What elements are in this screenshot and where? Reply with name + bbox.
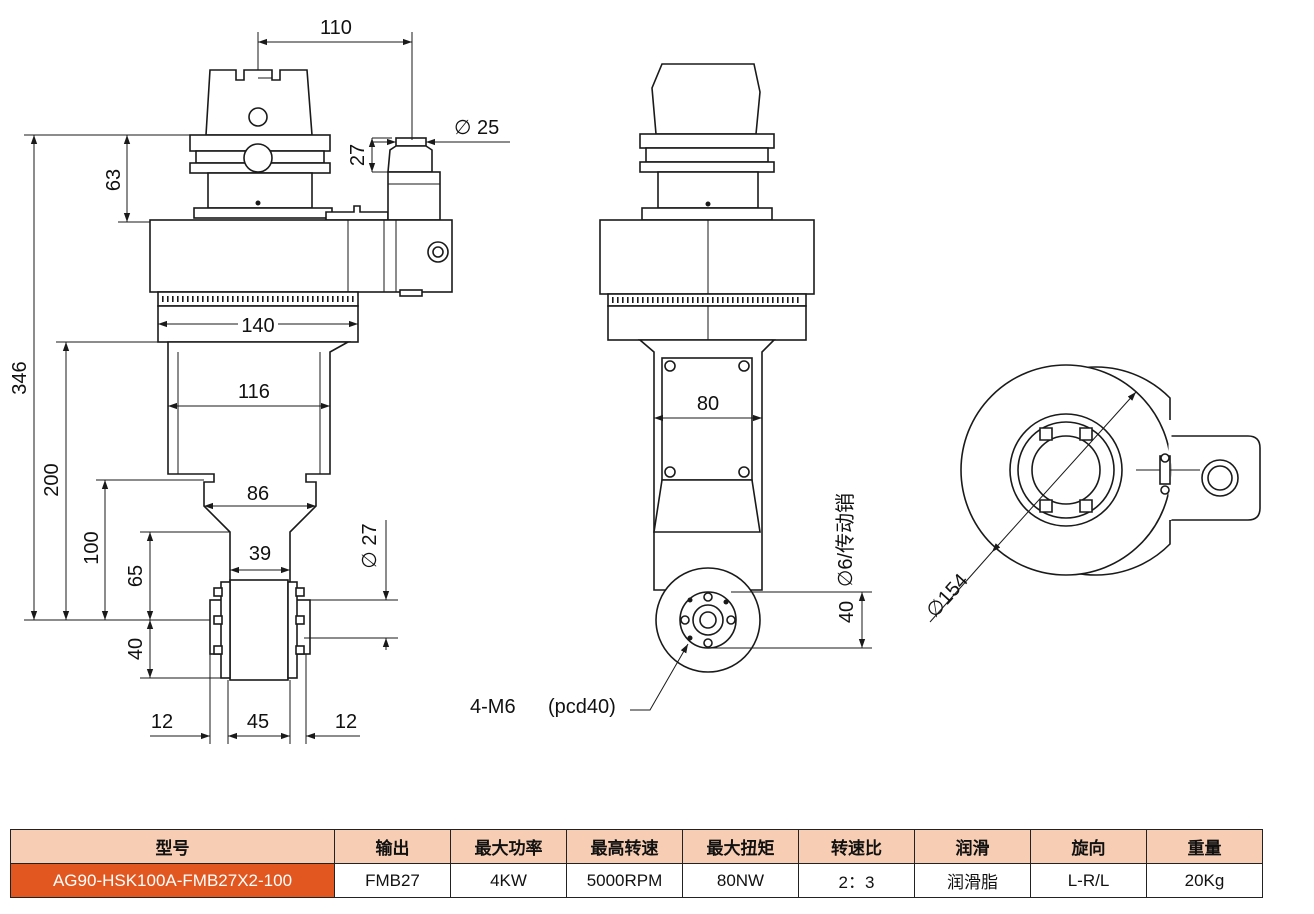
table-row: AG90-HSK100A-FMB27X2-100 FMB27 4KW 5000R… — [10, 863, 1263, 898]
header-model: 型号 — [10, 829, 335, 864]
table-header-row: 型号 输出 最大功率 最高转速 最大扭矩 转速比 润滑 旋向 重量 — [10, 829, 1263, 864]
dim-346: 346 — [9, 361, 31, 394]
header-lubrication: 润滑 — [914, 829, 1031, 864]
side-view — [599, 63, 815, 673]
side-dimensions: 80 40 ∅6/传动销 4-M6 (pcd40) — [470, 393, 872, 718]
cell-rotation: L-R/L — [1030, 863, 1147, 898]
dim-63: 63 — [103, 169, 125, 191]
header-ratio: 转速比 — [798, 829, 915, 864]
header-max-speed: 最高转速 — [566, 829, 683, 864]
cell-output: FMB27 — [334, 863, 451, 898]
dim-65: 65 — [125, 565, 147, 587]
cell-max-power: 4KW — [450, 863, 567, 898]
dim-140: 140 — [241, 315, 274, 337]
label-pcd40: (pcd40) — [548, 696, 616, 718]
front-view — [149, 69, 453, 681]
dim-100: 100 — [81, 531, 103, 564]
dim-110: 110 — [320, 17, 352, 39]
cell-max-speed: 5000RPM — [566, 863, 683, 898]
header-output: 输出 — [334, 829, 451, 864]
front-dimensions: 110 ∅ 25 27 63 346 140 116 200 86 — [9, 17, 510, 744]
spec-table: 型号 输出 最大功率 最高转速 最大扭矩 转速比 润滑 旋向 重量 AG90-H… — [10, 829, 1263, 898]
dim-d154: ∅154 — [922, 570, 972, 622]
header-max-torque: 最大扭矩 — [682, 829, 799, 864]
dim-86: 86 — [247, 483, 269, 505]
top-view: ∅154 — [922, 364, 1261, 623]
dim-80: 80 — [697, 393, 719, 415]
technical-drawing: 110 ∅ 25 27 63 346 140 116 200 86 — [9, 17, 1261, 744]
dim-39: 39 — [249, 543, 271, 565]
dim-12-right: 12 — [335, 711, 357, 733]
dim-45: 45 — [247, 711, 269, 733]
label-4-m6: 4-M6 — [470, 696, 516, 718]
dim-d27-output: ∅ 27 — [359, 523, 381, 568]
dim-d25: ∅ 25 — [454, 117, 499, 139]
dim-27-nose: 27 — [347, 144, 369, 166]
dim-40-side: 40 — [836, 601, 858, 623]
dim-pin-d6: ∅6/传动销 — [834, 493, 857, 587]
cell-model: AG90-HSK100A-FMB27X2-100 — [10, 863, 335, 898]
dim-12-left: 12 — [151, 711, 173, 733]
dim-200: 200 — [41, 463, 63, 496]
cell-weight: 20Kg — [1146, 863, 1263, 898]
cell-lubrication: 润滑脂 — [914, 863, 1031, 898]
cell-max-torque: 80NW — [682, 863, 799, 898]
header-rotation: 旋向 — [1030, 829, 1147, 864]
dim-116: 116 — [238, 381, 270, 403]
header-weight: 重量 — [1146, 829, 1263, 864]
cell-ratio: 2：3 — [798, 863, 915, 898]
dim-40-front: 40 — [125, 638, 147, 660]
header-max-power: 最大功率 — [450, 829, 567, 864]
